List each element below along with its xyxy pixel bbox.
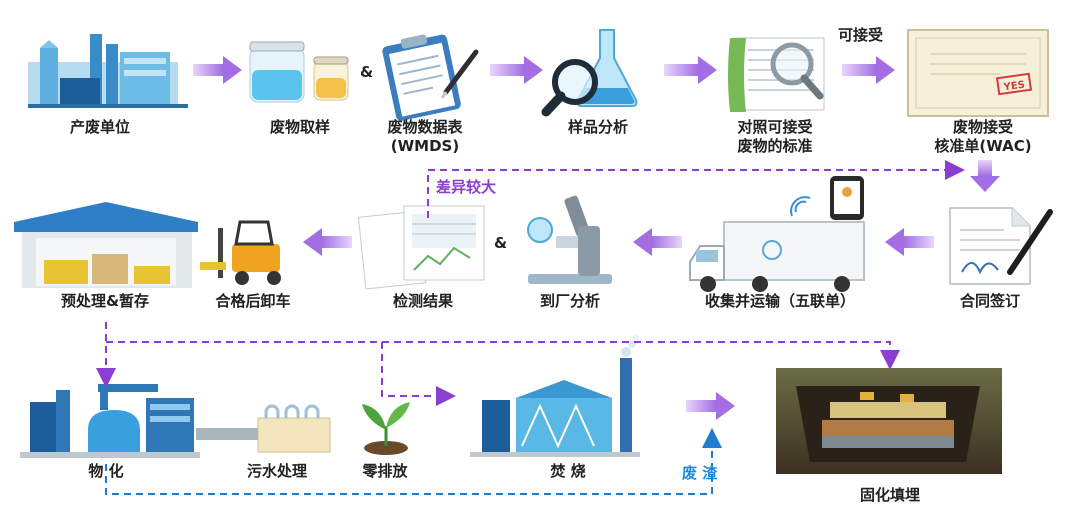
label-large-difference: 差异较大	[436, 178, 497, 196]
label-wmds-line1: 废物数据表	[387, 118, 463, 136]
label-producer: 产废单位	[69, 118, 130, 136]
label-wmds-line2: (WMDS)	[390, 137, 460, 155]
clipboard-icon	[382, 34, 461, 121]
wastewater-tank-icon	[257, 404, 331, 453]
label-wastewater: 污水处理	[246, 462, 307, 480]
label-analysis: 样品分析	[567, 118, 628, 136]
flow-arrow-2	[490, 56, 543, 84]
incinerator-icon	[470, 335, 640, 457]
flow-arrow-8	[686, 392, 735, 420]
label-standard-line1: 对照可接受	[737, 118, 813, 136]
label-plant-analysis: 到厂分析	[539, 292, 600, 310]
factory-icon	[28, 34, 188, 108]
sample-analysis-icon	[541, 29, 638, 117]
to-incinerator-line	[381, 342, 456, 406]
ampersand-mid: &	[494, 234, 508, 252]
label-storage: 预处理&暂存	[60, 292, 150, 310]
label-residue: 废 渣	[682, 464, 718, 482]
flow-arrow-down	[970, 160, 1000, 192]
test-result-icon	[357, 205, 485, 290]
label-unload: 合格后卸车	[215, 292, 291, 310]
flow-arrow-3	[664, 56, 717, 84]
difference-feedback-line	[427, 160, 965, 218]
landfill-icon	[776, 368, 1002, 474]
label-wmds: 废物数据表 (WMDS)	[370, 118, 480, 156]
flow-arrow-5	[885, 228, 934, 256]
label-physchem: 物 化	[88, 462, 124, 480]
label-incineration: 焚 烧	[550, 462, 586, 480]
flow-arrow-7	[303, 228, 352, 256]
standard-document-icon	[728, 37, 825, 112]
certificate-icon: YES	[907, 29, 1049, 117]
label-wac-line2: 核准单(WAC)	[934, 137, 1032, 155]
label-contract: 合同签订	[959, 292, 1020, 310]
residue-line	[105, 428, 722, 495]
pipe-icon	[196, 428, 258, 440]
label-wac-line1: 废物接受	[952, 118, 1013, 136]
forklift-icon	[200, 220, 281, 285]
label-acceptable: 可接受	[838, 26, 884, 44]
contract-icon	[949, 207, 1053, 285]
phone-icon	[830, 176, 864, 220]
label-zero-discharge: 零排放	[362, 462, 408, 480]
label-standard: 对照可接受 废物的标准	[715, 118, 835, 156]
warehouse-icon	[14, 202, 198, 288]
seedling-icon	[362, 402, 410, 455]
flow-arrow-4	[842, 56, 895, 84]
ampersand-top: &	[360, 63, 374, 81]
wifi-icon	[790, 196, 811, 217]
label-sampling: 废物取样	[269, 118, 330, 136]
truck-icon	[689, 221, 865, 292]
flow-arrow-6	[633, 228, 682, 256]
physchem-plant-icon	[20, 384, 200, 458]
label-transport: 收集并运输（五联单）	[704, 292, 855, 310]
label-standard-line2: 废物的标准	[737, 137, 813, 155]
to-landfill-line	[106, 341, 900, 370]
label-landfill: 固化填埋	[859, 486, 920, 504]
pen-icon	[440, 49, 479, 99]
sample-jar-icon	[249, 41, 349, 103]
cert-stamp-text: YES	[1002, 80, 1026, 94]
flow-arrow-1	[193, 56, 242, 84]
microscope-icon	[527, 195, 612, 284]
label-wac: 废物接受 核准单(WAC)	[918, 118, 1048, 156]
label-test-result: 检测结果	[392, 292, 453, 310]
